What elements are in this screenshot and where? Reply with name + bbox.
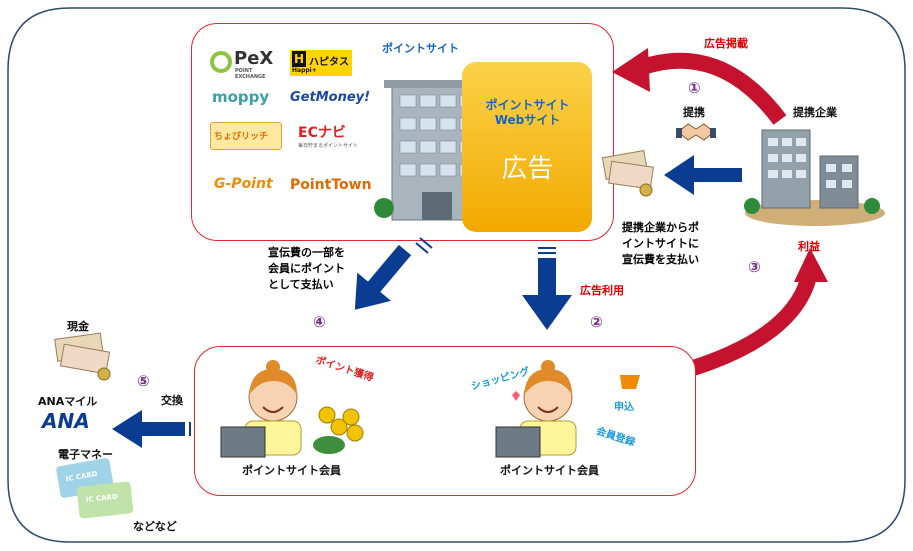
ad-website-box — [462, 62, 592, 232]
step-4: ④ — [313, 313, 326, 331]
web-site-title: ポイントサイト Webサイト — [485, 98, 570, 127]
member-right-caption: ポイントサイト会員 — [500, 464, 599, 477]
member-left-caption: ポイントサイト会員 — [242, 464, 341, 477]
ecnavi-logo: ECナビ 毎日貯まるポイントサイト — [298, 125, 359, 149]
ic-card-2: IC CARD — [76, 481, 134, 519]
handshake-icon — [676, 123, 716, 141]
member-right-illustration — [495, 360, 640, 458]
cash-money-icon — [54, 332, 111, 381]
pointtown-logo: PointTown — [290, 177, 372, 193]
profit-label: 利益 — [798, 240, 820, 253]
apply-label: 申込 — [614, 402, 634, 413]
ana-logo: ANA — [42, 409, 90, 433]
ad-label: 広告 — [501, 154, 554, 184]
ad-use-label: 広告利用 — [580, 284, 624, 297]
emoney-label: 電子マネー — [58, 448, 113, 461]
chobirich-logo: ちょびリッチ — [210, 122, 282, 150]
gpoint-logo: G-Point — [214, 176, 273, 192]
payment-label: 提携企業からポ イントサイトに 宣伝費を支払い — [622, 221, 699, 266]
point-site-title: ポイントサイト — [382, 42, 459, 55]
step-5: ⑤ — [137, 372, 150, 390]
pex-logo: PeX POINT EXCHANGE — [210, 48, 280, 80]
hapitas-logo: H ハピタス Happi+ — [290, 50, 352, 76]
money-icon — [601, 150, 654, 197]
cash-label: 現金 — [67, 320, 89, 333]
ad-post-label: 広告掲載 — [704, 37, 748, 50]
etc-label: などなど — [133, 520, 177, 533]
member-left-illustration — [220, 360, 364, 458]
partner-title: 提携企業 — [793, 106, 837, 119]
step-3: ③ — [748, 258, 761, 276]
step-2: ② — [590, 313, 603, 331]
ana-mile-label: ANAマイル — [38, 395, 98, 408]
moppy-logo: moppy — [212, 88, 270, 106]
pay-members-label: 宣伝費の一部を 会員にポイント として支払い — [268, 246, 345, 291]
step-1: ① — [688, 79, 701, 97]
exchange-label: 交換 — [161, 394, 183, 407]
partner-building-icon — [744, 129, 885, 226]
teikei-label: 提携 — [683, 106, 705, 119]
getmoney-logo: GetMoney! — [290, 90, 371, 105]
